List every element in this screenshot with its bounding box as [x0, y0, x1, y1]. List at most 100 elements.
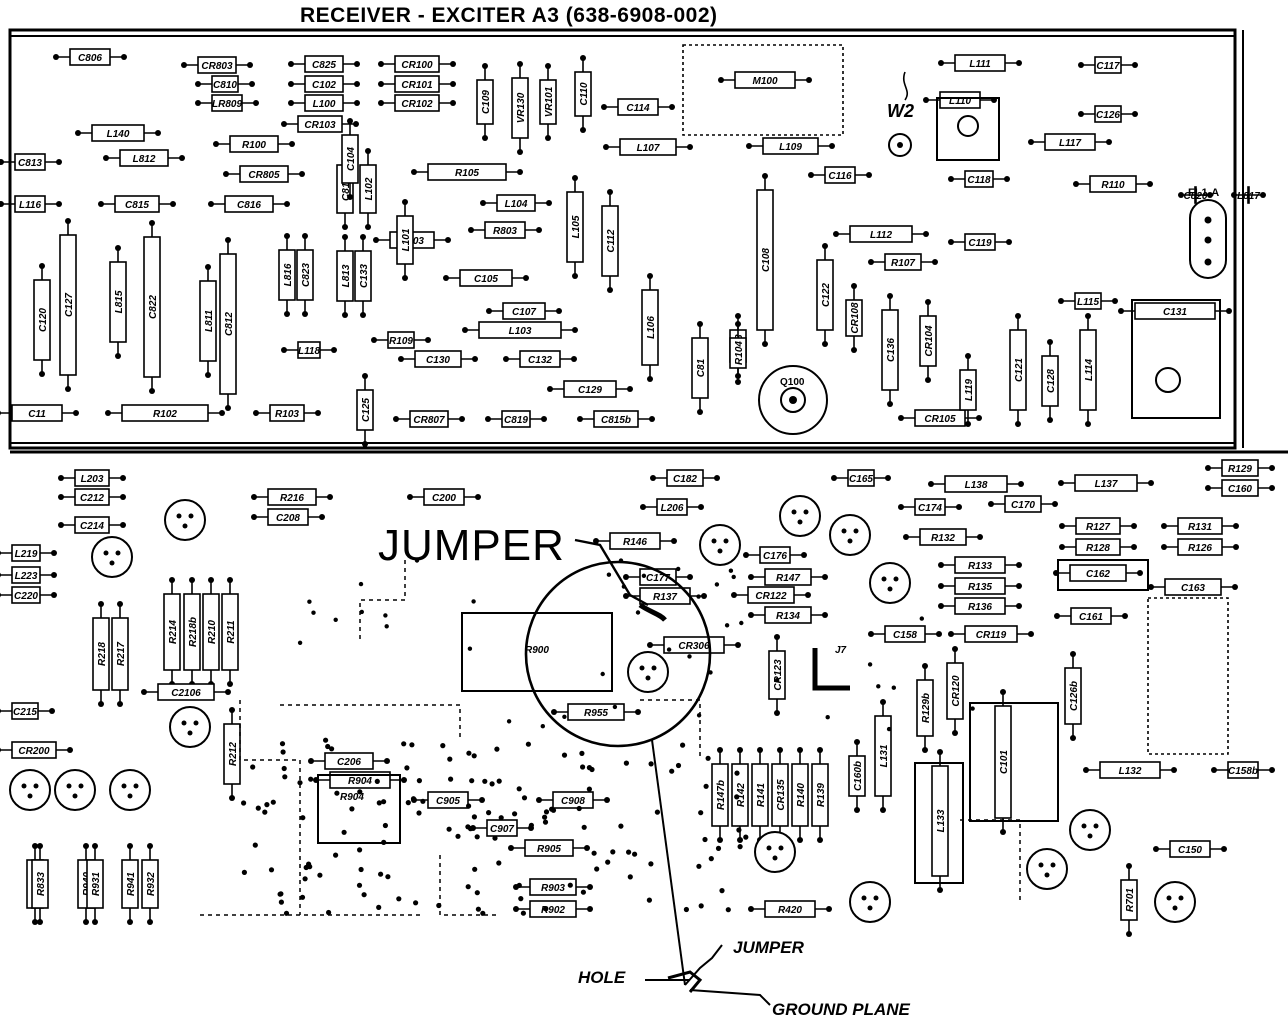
component-label: C112	[606, 229, 617, 253]
transistor-can-7	[169, 706, 211, 748]
component-label: L219	[15, 549, 38, 560]
component-label: R900	[525, 645, 549, 656]
component-c119: C119	[948, 233, 1012, 251]
component-l107: L107	[603, 138, 693, 156]
component-label: R137	[653, 592, 677, 603]
component-c220: C220	[0, 586, 57, 604]
component-r107: R107	[868, 253, 938, 271]
diagram-title: RECEIVER - EXCITER A3 (638-6908-002)	[300, 4, 718, 27]
transistor-can-5	[869, 562, 911, 604]
component-label: CR135	[776, 779, 787, 811]
component-label: C117	[1096, 61, 1120, 72]
component-label: CR103	[304, 120, 336, 131]
component-label: R905	[537, 844, 561, 855]
component-r102: R102	[105, 404, 225, 422]
component-label: R217	[116, 642, 127, 666]
component-c121: C121	[1009, 313, 1027, 427]
component-r212: R212	[223, 707, 241, 801]
component-l137: L137	[1058, 474, 1154, 492]
component-r126: R126	[1161, 538, 1239, 556]
component-r904-module: R904	[317, 774, 401, 844]
component-label: R833	[36, 872, 47, 896]
component-c907: C907	[470, 819, 534, 837]
component-l114: L114	[1079, 313, 1097, 427]
component-label: C110	[579, 82, 590, 106]
component-cr807: CR807	[393, 410, 465, 428]
component-label: R105	[455, 168, 479, 179]
component-label: CR108	[850, 302, 861, 334]
component-r136: R136	[938, 597, 1022, 615]
component-label: R129b	[921, 693, 932, 723]
component-label: C206	[337, 757, 361, 768]
component-label: C170	[1011, 500, 1035, 511]
component-label: L223	[15, 571, 38, 582]
component-l110-can	[936, 97, 1000, 161]
component-label: R212	[228, 742, 239, 766]
component-label: C127	[64, 293, 75, 317]
component-c815b: C815b	[577, 410, 655, 428]
component-cr100: CR100	[378, 55, 456, 73]
component-label: L109	[779, 142, 802, 153]
component-label: C214	[80, 521, 104, 532]
component-c101: C101	[994, 689, 1012, 835]
component-label: CR102	[401, 99, 433, 110]
component-label: R931	[91, 872, 102, 896]
component-label: C109	[481, 90, 492, 114]
component-label: C815b	[601, 415, 631, 426]
component-label: FL1-A	[1188, 187, 1219, 199]
transistor-can-13	[849, 881, 891, 923]
jumper-label-large: JUMPER	[378, 521, 565, 570]
component-label: C176	[763, 551, 787, 562]
component-c150: C150	[1153, 840, 1227, 858]
component-c125: C125	[356, 373, 374, 447]
component-m100: M100	[718, 71, 812, 89]
component-r420: R420	[748, 900, 832, 918]
component-c174: C174	[898, 498, 962, 516]
component-c112: C112	[601, 189, 619, 293]
component-c126: C126	[1078, 105, 1138, 123]
component-l103: L103	[462, 321, 578, 339]
component-label: CR200	[18, 746, 50, 757]
component-c182: C182	[650, 469, 720, 487]
transistor-can-4	[829, 514, 871, 556]
component-label: C11	[28, 409, 46, 420]
component-cr135: CR135	[771, 747, 789, 843]
component-q100: Q100	[758, 365, 828, 435]
component-c127: C127	[59, 218, 77, 392]
component-m103-module	[1057, 559, 1229, 755]
component-c118: C118	[948, 170, 1010, 188]
component-label: R146	[623, 537, 647, 548]
component-l133-module	[969, 702, 1059, 822]
component-c11: C11	[0, 404, 79, 422]
component-label: L812	[133, 154, 156, 165]
component-l131: L131	[874, 699, 892, 813]
component-label: C107	[512, 307, 536, 318]
component-label: R216	[280, 493, 304, 504]
component-label: R107	[891, 258, 915, 269]
component-label: L115	[1077, 297, 1099, 308]
component-label: R902	[541, 905, 565, 916]
component-label: L206	[661, 503, 684, 514]
component-r131: R131	[1161, 517, 1239, 535]
component-label: R135	[968, 582, 992, 593]
component-l132: L132	[1083, 761, 1177, 779]
component-c120: C120	[33, 263, 51, 377]
component-c158: C158	[868, 625, 942, 643]
component-r218: R218	[92, 601, 110, 707]
component-label: R126	[1188, 543, 1212, 554]
component-l118: L118	[281, 341, 337, 359]
transistor-can-14	[1026, 848, 1068, 890]
component-label: R903	[541, 883, 565, 894]
component-label: C81	[696, 358, 707, 377]
component-label: R147	[776, 573, 800, 584]
component-r211: R211	[221, 577, 239, 687]
component-label: L119	[964, 379, 975, 401]
component-c126b: C126b	[1064, 651, 1082, 741]
component-label: R214	[168, 620, 179, 644]
component-l133: L133	[931, 749, 949, 893]
component-r902: R902	[513, 900, 593, 918]
component-r941: R941	[121, 843, 139, 925]
component-label: R133	[968, 561, 992, 572]
component-c825: C825	[288, 55, 360, 73]
